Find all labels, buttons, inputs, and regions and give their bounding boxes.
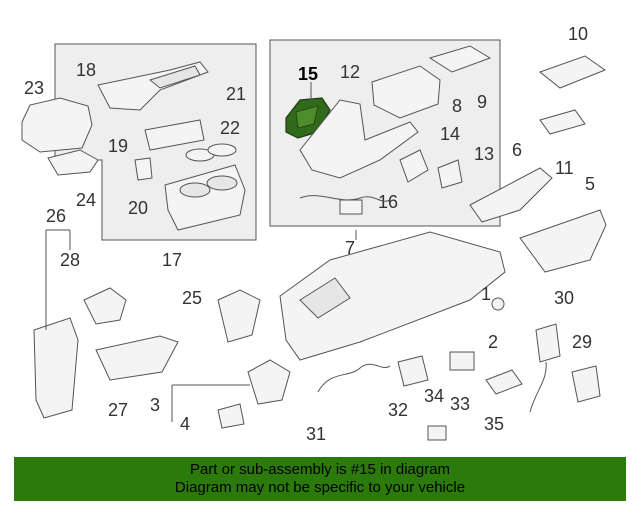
part-16-connector (339, 199, 363, 215)
part-30-wire (529, 361, 547, 413)
label-4: 4 (180, 414, 190, 434)
label-31: 31 (306, 424, 326, 444)
label-33: 33 (450, 394, 470, 414)
part-2 (491, 297, 505, 311)
label-14: 14 (440, 124, 460, 144)
label-13: 13 (474, 144, 494, 164)
part-11 (539, 109, 586, 135)
part-5 (519, 209, 607, 273)
part-4 (217, 403, 245, 429)
part-3 (247, 359, 291, 405)
part-9 (428, 45, 492, 73)
label-34: 34 (424, 386, 444, 406)
part-31-wire (317, 363, 391, 393)
banner-line-1: Part or sub-assembly is #15 in diagram (189, 461, 451, 478)
label-7: 7 (345, 238, 355, 258)
label-19: 19 (108, 136, 128, 156)
part-34 (427, 425, 447, 441)
label-17: 17 (162, 250, 182, 270)
part-1 (279, 231, 506, 361)
label-12: 12 (340, 62, 360, 82)
label-30: 30 (554, 288, 574, 308)
info-banner: Part or sub-assembly is #15 in diagram D… (14, 457, 626, 501)
part-28 (83, 287, 127, 325)
part-32 (397, 355, 429, 387)
label-5: 5 (585, 174, 595, 194)
diagram-svg: 1 2 3 4 5 6 7 8 9 10 11 12 13 14 15 16 1… (21, 24, 607, 444)
part-18-detail (148, 65, 201, 89)
label-10: 10 (568, 24, 588, 44)
part-21-cup-b (206, 175, 238, 191)
part-25 (217, 289, 261, 343)
banner-line-2: Diagram may not be specific to your vehi… (174, 479, 466, 496)
part-8 (371, 65, 441, 119)
label-20: 20 (128, 198, 148, 218)
label-2: 2 (488, 332, 498, 352)
part-10 (538, 55, 607, 89)
part-30 (535, 323, 561, 363)
part-21-cup-a (179, 182, 211, 198)
label-27: 27 (108, 400, 128, 420)
part-26 (33, 317, 79, 419)
label-32: 32 (388, 400, 408, 420)
label-18: 18 (76, 60, 96, 80)
part-20 (134, 157, 153, 181)
label-22: 22 (220, 118, 240, 138)
label-21: 21 (226, 84, 246, 104)
label-23: 23 (24, 78, 44, 98)
label-29: 29 (572, 332, 592, 352)
label-6: 6 (512, 140, 522, 160)
part-12 (299, 99, 419, 179)
part-6 (469, 167, 553, 223)
part-23 (21, 97, 93, 153)
label-26: 26 (46, 206, 66, 226)
label-1: 1 (481, 284, 491, 304)
part-1-opening (299, 277, 351, 319)
part-15-detail (295, 105, 319, 129)
part-19 (144, 119, 205, 151)
label-28: 28 (60, 250, 80, 270)
label-8: 8 (452, 96, 462, 116)
part-35 (485, 369, 523, 395)
part-14 (399, 149, 429, 183)
label-11: 11 (555, 158, 574, 178)
label-25: 25 (182, 288, 202, 308)
part-33 (449, 351, 475, 371)
part-29 (571, 365, 601, 403)
part-27 (95, 335, 179, 381)
label-3: 3 (150, 395, 160, 415)
label-9: 9 (477, 92, 487, 112)
part-24 (47, 149, 99, 176)
part-16-wire (299, 195, 391, 202)
part-13 (437, 159, 463, 189)
label-35: 35 (484, 414, 504, 434)
label-24: 24 (76, 190, 96, 210)
part-22-ring-b (207, 143, 237, 157)
label-15-highlighted: 15 (298, 64, 318, 84)
label-16: 16 (378, 192, 398, 212)
